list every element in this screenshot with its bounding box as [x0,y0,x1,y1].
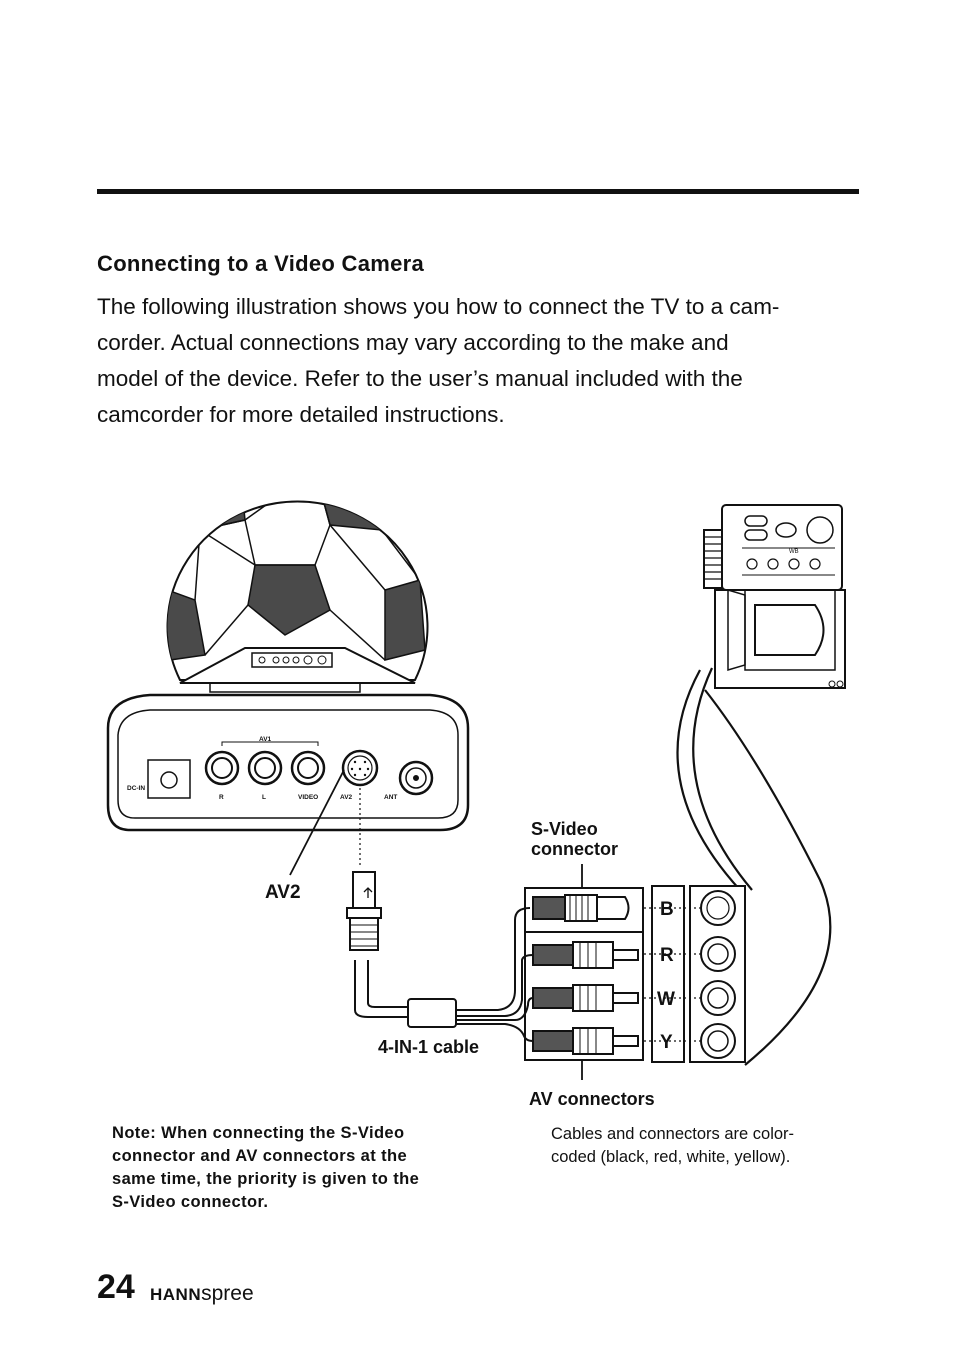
callout-svideo-line2: connector [531,839,618,859]
caption-line: Cables and connectors are color- [551,1125,795,1143]
intro-line: The following illustration shows you how… [97,294,780,319]
connection-diagram: DC-IN AV1 R L VIDEO AV2 ANT WB [106,500,846,1109]
av1-label: AV1 [259,736,272,743]
plug-letter-y: Y [660,1032,673,1053]
intro-line: corder. Actual connections may vary acco… [97,330,729,355]
camcorder-illustration [703,504,846,689]
video-label: VIDEO [298,794,318,801]
callout-av-connectors: AV connectors [529,1089,655,1109]
intro-line: model of the device. Refer to the user’s… [97,366,743,391]
intro-paragraph: The following illustration shows you how… [97,289,867,433]
leader-lines [289,769,583,1080]
plug-bundle [524,887,644,1061]
dc-in-label: DC-IN [127,785,145,792]
note-line: same time, the priority is given to the [112,1170,420,1188]
section-title: Connecting to a Video Camera [97,251,425,276]
callout-svideo-line1: S-Video [531,819,598,839]
note-line: S-Video connector. [112,1193,269,1211]
brand-bold: HANN [150,1285,202,1304]
av2-jack-label: AV2 [340,794,353,801]
camcorder-jack-panel [651,885,746,1063]
figure-caption: Cables and connectors are color- coded (… [551,1123,851,1169]
camcorder-wb-label: WB [789,549,799,555]
tv-illustration [106,500,470,832]
l-label: L [262,794,266,801]
four-in-one-cable [346,871,534,1042]
note-line: Note: When connecting the S-Video [112,1124,405,1142]
caption-line: coded (black, red, white, yellow). [551,1148,791,1166]
plug-letter-b: B [660,899,674,920]
plug-letters: B R W Y [657,899,675,1053]
brand-logo: HANNspree [150,1282,254,1306]
header-rule [97,189,859,194]
plug-letter-r: R [660,945,674,966]
note-block: Note: When connecting the S-Video connec… [112,1122,472,1214]
note-line: connector and AV connectors at the [112,1147,408,1165]
plug-letter-w: W [657,989,675,1010]
intro-line: camcorder for more detailed instructions… [97,402,505,427]
ant-label: ANT [384,794,397,801]
camcorder-cable [676,667,832,1066]
dotted-guides [359,788,700,1042]
callout-av2: AV2 [265,882,301,903]
callout-cable: 4-IN-1 cable [378,1037,479,1057]
page-number: 24 [97,1268,135,1306]
tv-panel-labels: DC-IN AV1 R L VIDEO AV2 ANT [127,736,397,801]
brand-light: spree [201,1282,254,1305]
r-label: R [219,794,224,801]
